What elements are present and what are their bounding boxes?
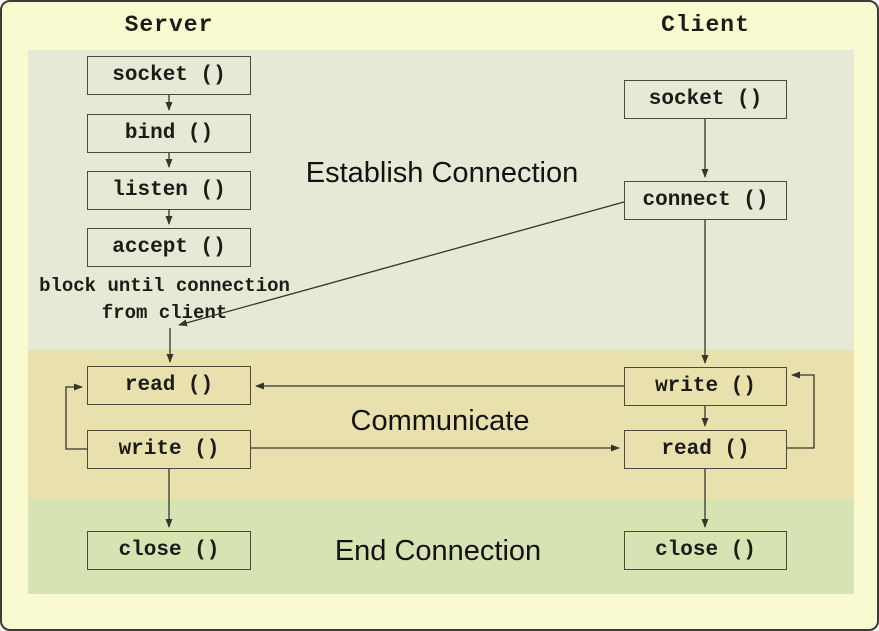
client-write-box: write () (624, 367, 787, 406)
server-read-box: read () (87, 366, 251, 405)
establish-connection-label: Establish Connection (305, 157, 579, 189)
client-socket-box: socket () (624, 80, 787, 119)
client-read-box: read () (624, 430, 787, 469)
note-line-2: from client (101, 302, 228, 324)
communicate-label: Communicate (350, 405, 530, 437)
server-accept-box: accept () (87, 228, 251, 267)
server-socket-box: socket () (87, 56, 251, 95)
client-column-header: Client (661, 12, 750, 38)
communicate-band (28, 350, 854, 499)
server-close-box: close () (87, 531, 251, 570)
server-bind-box: bind () (87, 114, 251, 153)
block-until-connection-note: block until connection from client (22, 273, 307, 327)
note-line-1: block until connection (39, 275, 290, 297)
end-connection-band (28, 499, 854, 594)
server-write-box: write () (87, 430, 251, 469)
client-close-box: close () (624, 531, 787, 570)
client-connect-box: connect () (624, 181, 787, 220)
server-column-header: Server (124, 12, 214, 38)
end-connection-label: End Connection (334, 535, 542, 567)
server-listen-box: listen () (87, 171, 251, 210)
